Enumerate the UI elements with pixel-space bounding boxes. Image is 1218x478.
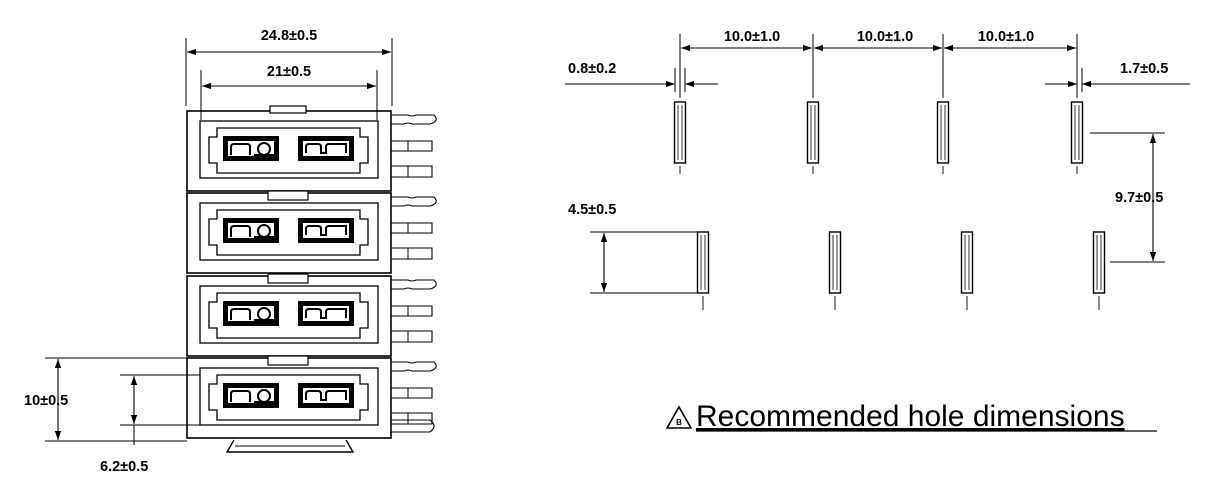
cell-height-label: 6.2±0.5 — [100, 459, 148, 475]
inner-width-label: 21±0.5 — [267, 64, 311, 80]
hole-layout — [673, 101, 1106, 310]
pitch-1-label: 10.0±1.0 — [724, 29, 780, 45]
pitch-2-label: 10.0±1.0 — [857, 29, 913, 45]
revision-badge: B — [665, 405, 693, 429]
edge-offset-label: 1.7±0.5 — [1120, 61, 1168, 77]
connector-port — [186, 192, 438, 274]
hole-slot — [1070, 101, 1084, 164]
hole-slot — [673, 101, 687, 164]
connector-port — [186, 110, 438, 192]
front-view — [186, 105, 438, 453]
badge-letter: B — [676, 418, 682, 427]
overall-width-label: 24.8±0.5 — [261, 28, 317, 44]
hole-dimensions — [565, 34, 1190, 294]
slot-length-label: 4.5±0.5 — [568, 202, 616, 218]
row-spacing-label: 9.7±0.5 — [1115, 190, 1163, 206]
caption: Recommended hole dimensions — [696, 400, 1125, 433]
front-dimensions — [45, 38, 393, 445]
hole-slot — [806, 101, 820, 164]
hole-slot — [960, 231, 974, 294]
connector-port — [186, 275, 438, 357]
hole-slot — [828, 231, 842, 294]
hole-slot — [936, 101, 950, 164]
pitch-label: 10±0.5 — [24, 393, 68, 409]
hole-slot — [696, 231, 710, 294]
slot-width-label: 0.8±0.2 — [568, 61, 616, 77]
pitch-3-label: 10.0±1.0 — [978, 29, 1034, 45]
hole-slot — [1092, 231, 1106, 294]
connector-port — [186, 357, 438, 439]
